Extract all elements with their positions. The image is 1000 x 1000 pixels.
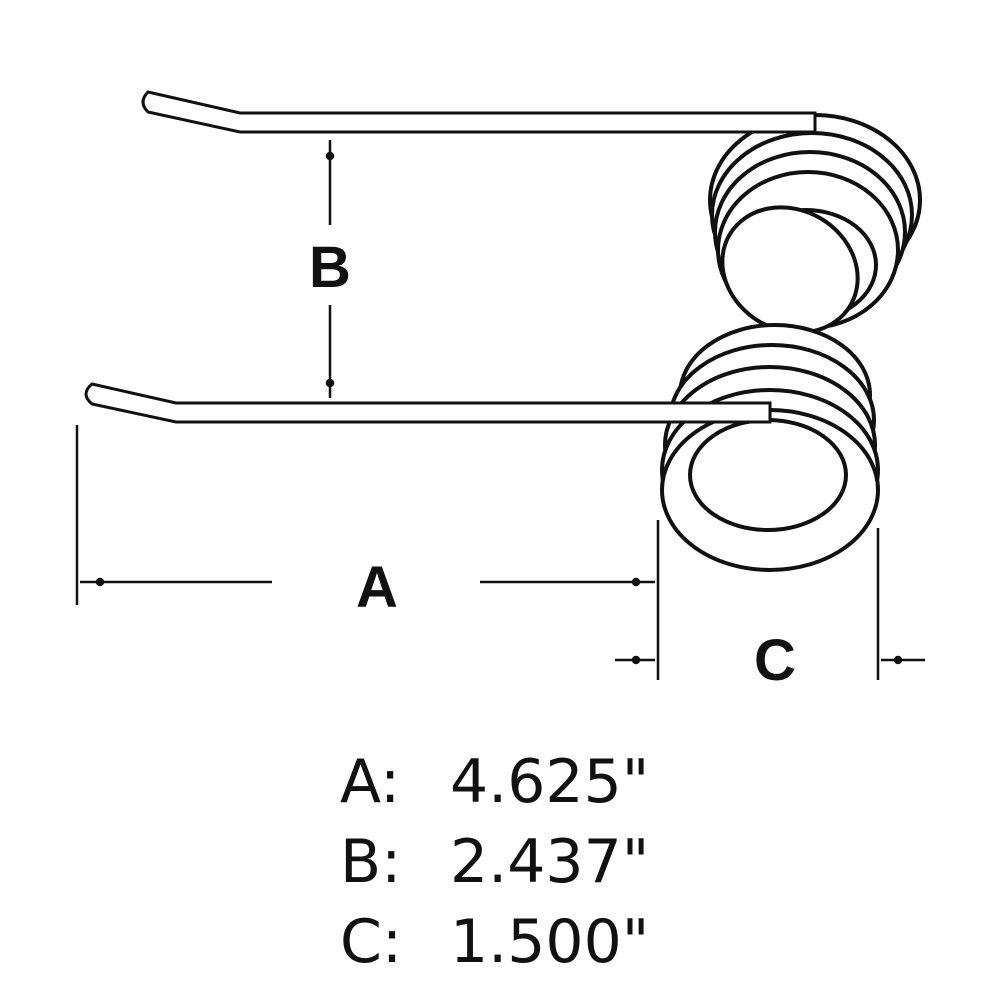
spec-row-b: B:2.437" [340, 832, 649, 892]
spec-value: 1.500" [450, 907, 650, 977]
spec-key: C: [340, 907, 403, 977]
upper-coil [708, 113, 922, 335]
lower-coil [660, 323, 880, 572]
dimension-label-b: B [309, 235, 351, 300]
spec-row-a: A:4.625" [340, 752, 649, 812]
upper-tine [141, 90, 817, 134]
spec-key: B: [340, 827, 402, 897]
dimension-lines [75, 140, 925, 680]
dimension-label-c: C [754, 628, 796, 693]
spec-row-c: C:1.500" [340, 912, 649, 972]
spec-key: A: [340, 747, 401, 817]
lower-tine [84, 382, 772, 424]
spec-value: 2.437" [450, 827, 650, 897]
dimension-label-a: A [356, 555, 398, 620]
spec-value: 4.625" [450, 747, 650, 817]
